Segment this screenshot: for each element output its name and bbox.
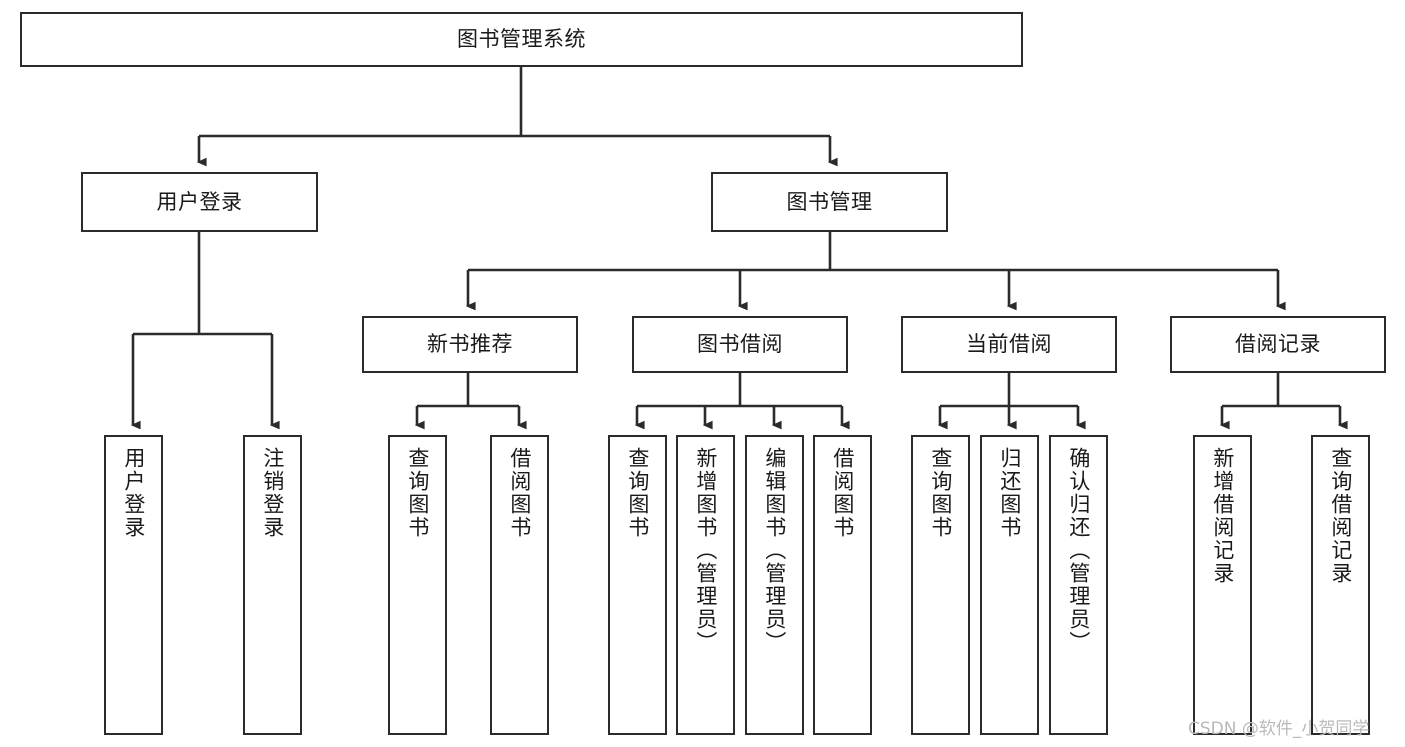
- node-new-book-recommend-label: 新书推荐: [427, 332, 513, 357]
- leaf-user-login-signout-label: 注销登录: [260, 447, 285, 539]
- node-current-borrow-label: 当前借阅: [966, 332, 1052, 357]
- node-book-borrow-label: 图书借阅: [697, 332, 783, 357]
- node-borrow-records[interactable]: 借阅记录: [1170, 316, 1386, 373]
- leaf-borrow-borrow-book-label: 借阅图书: [830, 447, 855, 539]
- node-current-borrow[interactable]: 当前借阅: [901, 316, 1117, 373]
- leaf-new-book-borrow[interactable]: 借阅图书: [490, 435, 549, 735]
- node-new-book-recommend[interactable]: 新书推荐: [362, 316, 578, 373]
- node-root-label: 图书管理系统: [457, 27, 586, 52]
- leaf-user-login-signin[interactable]: 用户登录: [104, 435, 163, 735]
- leaf-borrow-add-book-label: 新增图书（管理员）: [693, 447, 718, 654]
- watermark: CSDN @软件_小贺同学: [1188, 719, 1370, 739]
- node-user-login[interactable]: 用户登录: [81, 172, 318, 232]
- leaf-new-book-query-label: 查询图书: [405, 447, 430, 539]
- leaf-current-confirm-return[interactable]: 确认归还（管理员）: [1049, 435, 1108, 735]
- node-root[interactable]: 图书管理系统: [20, 12, 1023, 67]
- leaf-borrow-query-book-label: 查询图书: [625, 447, 650, 539]
- node-book-management[interactable]: 图书管理: [711, 172, 948, 232]
- leaf-current-query-book-label: 查询图书: [928, 447, 953, 539]
- leaf-borrow-add-book[interactable]: 新增图书（管理员）: [676, 435, 735, 735]
- leaf-borrow-query-book[interactable]: 查询图书: [608, 435, 667, 735]
- leaf-borrow-edit-book-label: 编辑图书（管理员）: [762, 447, 787, 654]
- leaf-new-book-borrow-label: 借阅图书: [507, 447, 532, 539]
- node-book-borrow[interactable]: 图书借阅: [632, 316, 848, 373]
- leaf-records-query[interactable]: 查询借阅记录: [1311, 435, 1370, 735]
- node-borrow-records-label: 借阅记录: [1235, 332, 1321, 357]
- leaf-new-book-query[interactable]: 查询图书: [388, 435, 447, 735]
- leaf-current-confirm-return-label: 确认归还（管理员）: [1066, 447, 1091, 654]
- node-book-management-label: 图书管理: [786, 189, 873, 214]
- leaf-borrow-borrow-book[interactable]: 借阅图书: [813, 435, 872, 735]
- leaf-user-login-signout[interactable]: 注销登录: [243, 435, 302, 735]
- leaf-records-add[interactable]: 新增借阅记录: [1193, 435, 1252, 735]
- leaf-user-login-signin-label: 用户登录: [121, 447, 146, 539]
- leaf-current-query-book[interactable]: 查询图书: [911, 435, 970, 735]
- node-user-login-label: 用户登录: [156, 189, 243, 214]
- leaf-current-return-book[interactable]: 归还图书: [980, 435, 1039, 735]
- leaf-records-add-label: 新增借阅记录: [1210, 447, 1235, 585]
- leaf-records-query-label: 查询借阅记录: [1328, 447, 1353, 585]
- leaf-current-return-book-label: 归还图书: [997, 447, 1022, 539]
- leaf-borrow-edit-book[interactable]: 编辑图书（管理员）: [745, 435, 804, 735]
